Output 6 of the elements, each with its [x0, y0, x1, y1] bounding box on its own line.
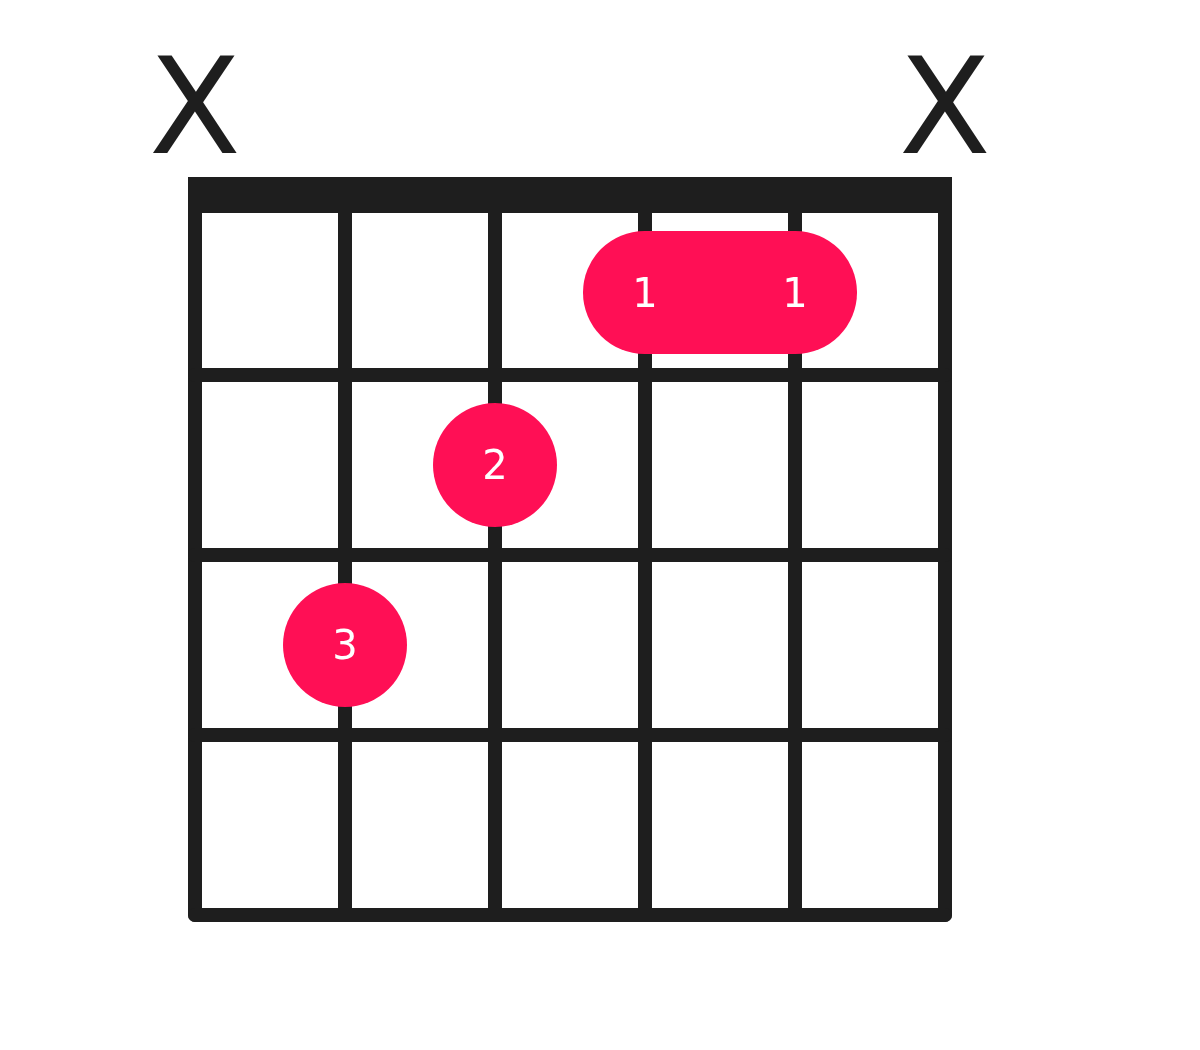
finger-number: 3 [332, 625, 358, 665]
finger-number: 1 [782, 273, 808, 313]
finger-number: 2 [482, 445, 508, 485]
muted-string-mark: X [149, 40, 241, 174]
muted-string-mark: X [899, 40, 991, 174]
finger-number: 1 [632, 273, 658, 313]
